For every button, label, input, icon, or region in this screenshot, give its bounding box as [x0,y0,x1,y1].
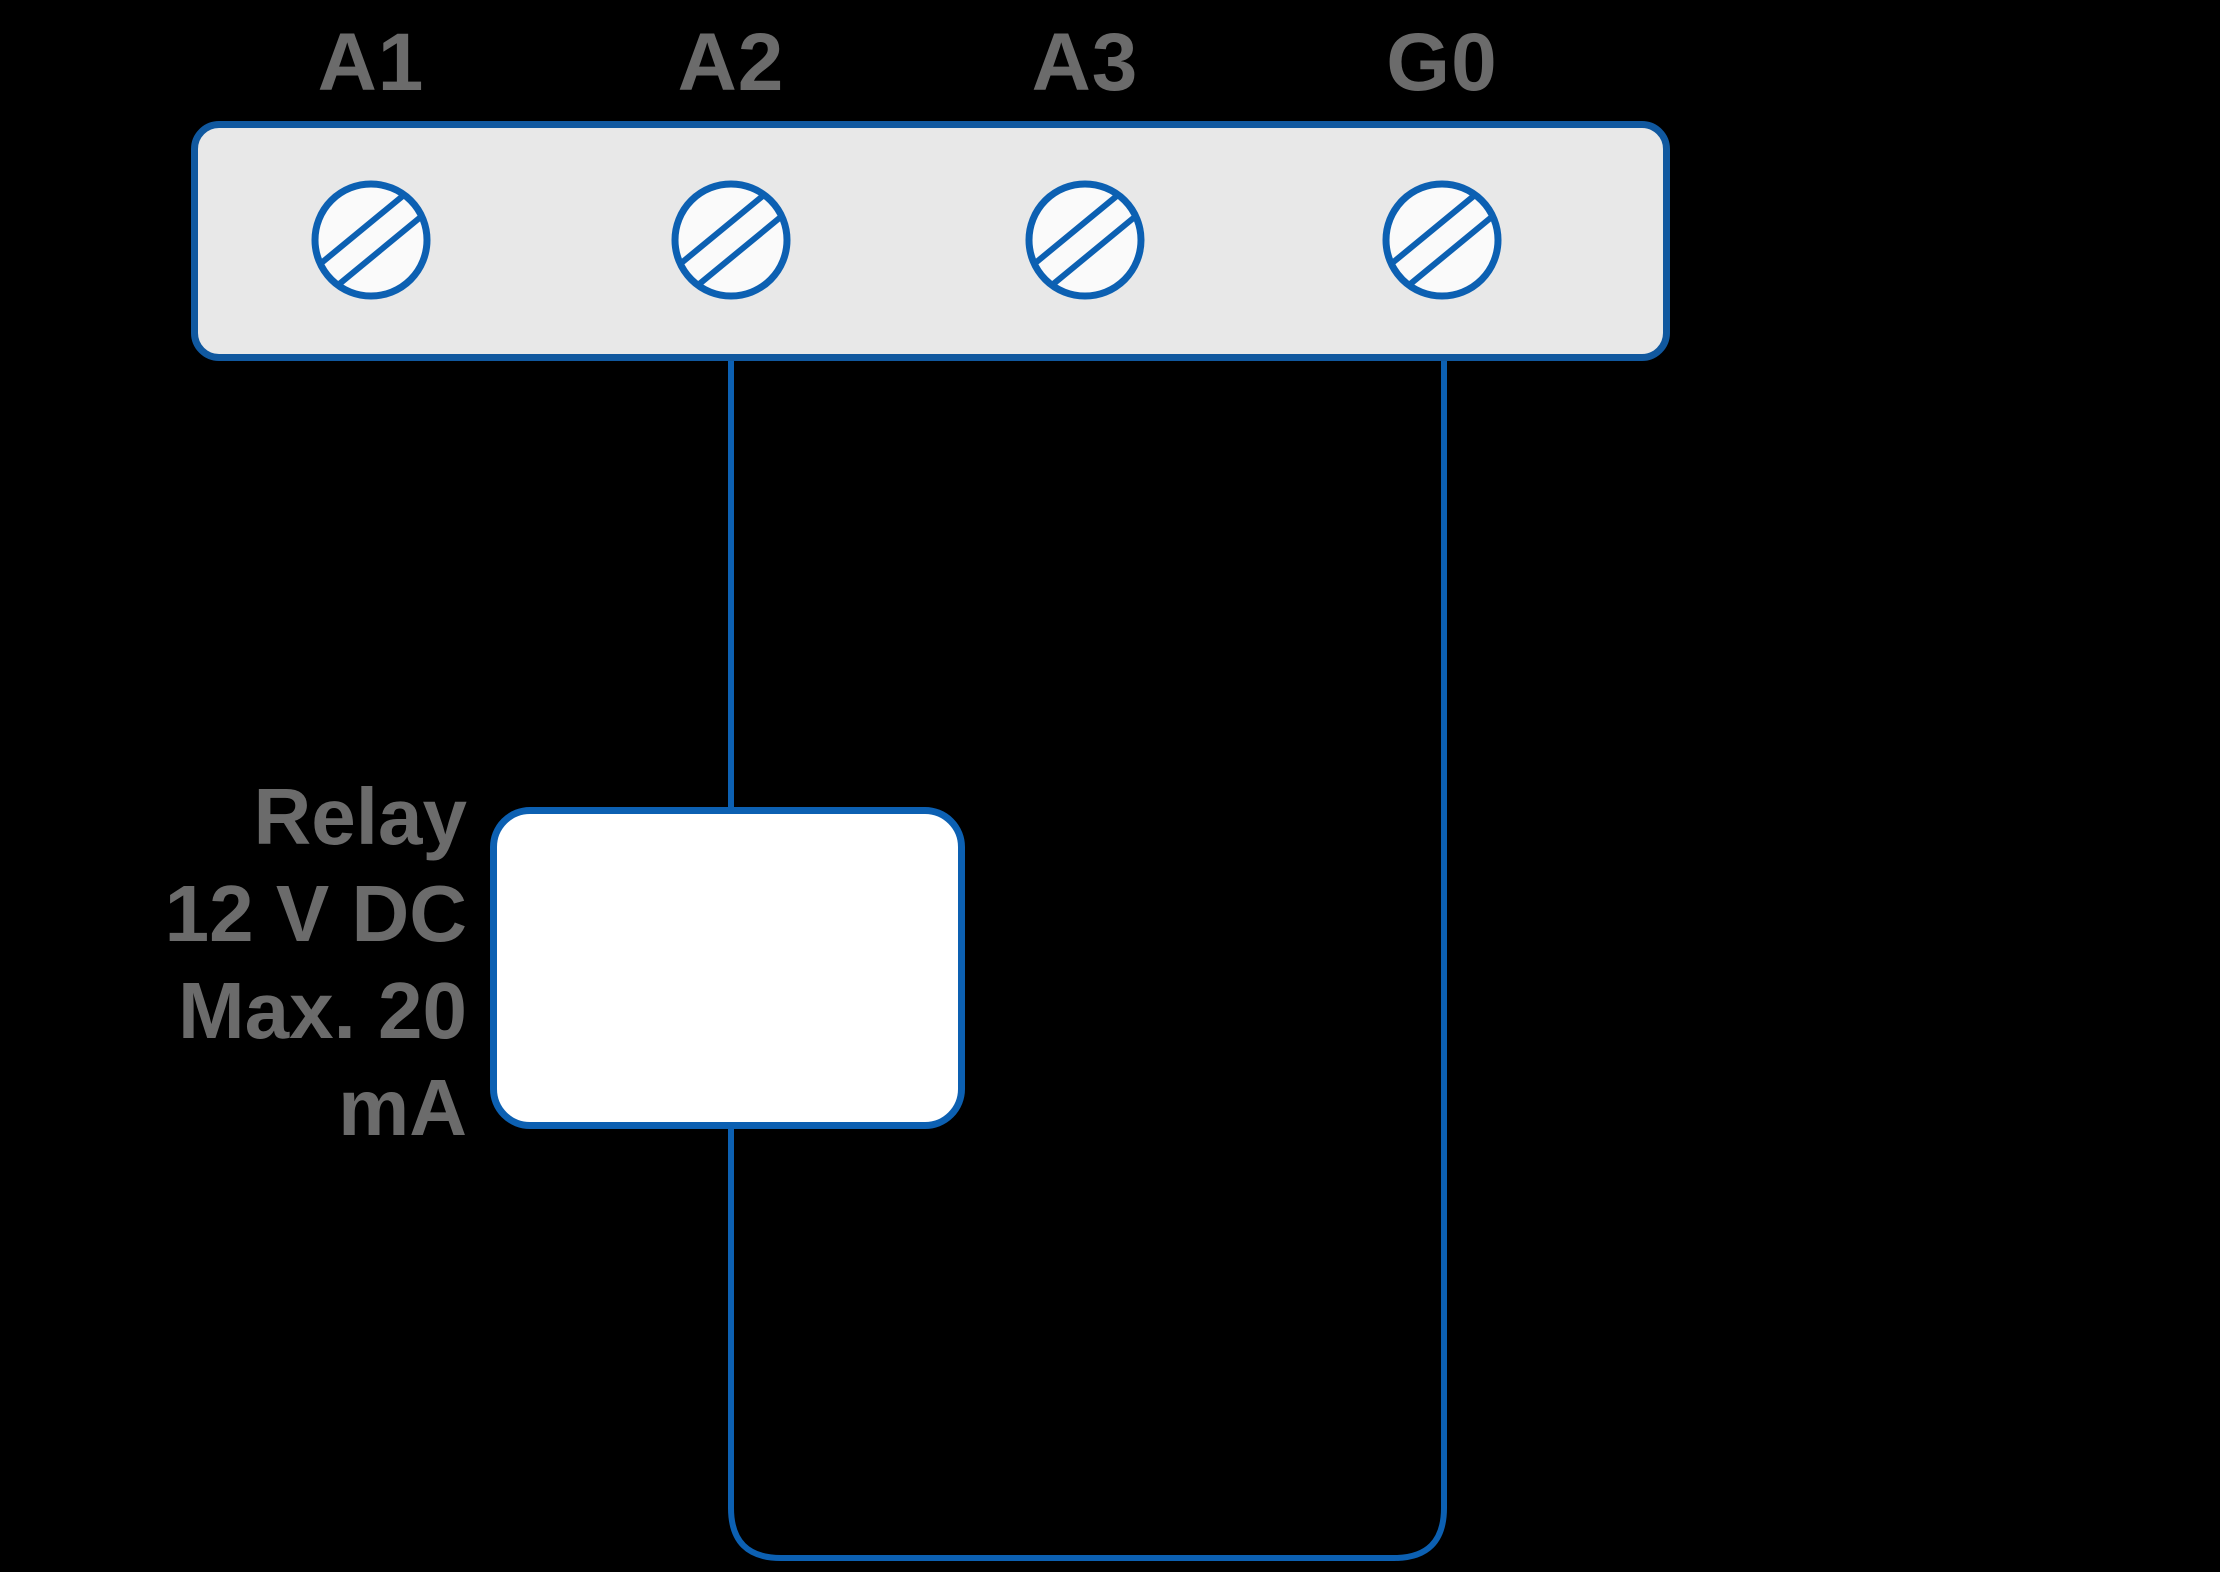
terminal-label-g0: G0 [1386,17,1498,108]
terminal-label-a2: A2 [677,17,785,108]
screw-terminal-icon-a3 [1025,180,1145,300]
screw-terminal-icon-a1 [311,180,431,300]
wire-relay-to-g0 [728,358,1447,1561]
terminal-label-a3: A3 [1031,17,1139,108]
screw-terminal-icon-g0 [1382,180,1502,300]
relay-label: Relay 12 V DC Max. 20 mA [110,768,467,1156]
relay-label-line-1: Relay [253,772,467,861]
relay-label-line-4: mA [338,1063,467,1152]
relay-box [490,807,965,1129]
relay-label-line-2: 12 V DC [164,869,467,958]
relay-label-line-3: Max. 20 [177,966,467,1055]
terminal-label-a1: A1 [317,17,425,108]
screw-terminal-icon-a2 [671,180,791,300]
